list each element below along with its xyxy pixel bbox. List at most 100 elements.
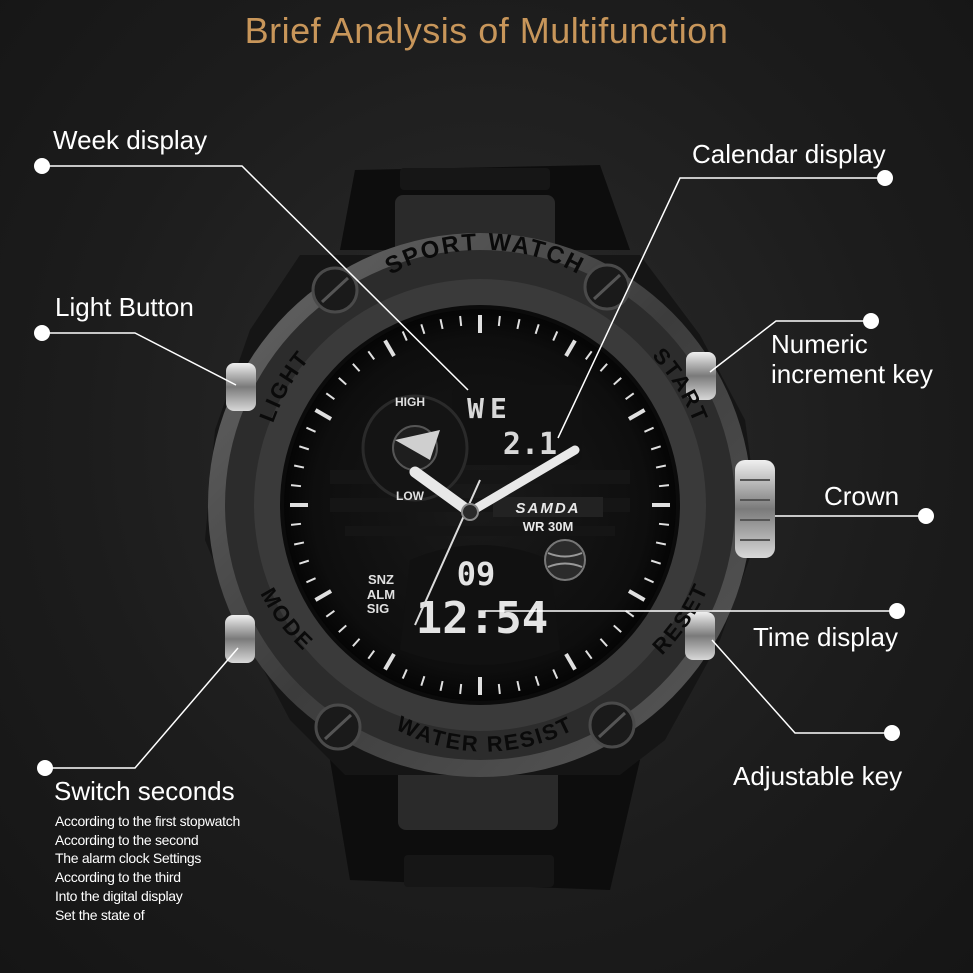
minute-tick	[352, 638, 361, 647]
minute-tick	[352, 363, 361, 372]
minute-tick	[306, 577, 316, 584]
minute-tick	[290, 484, 302, 488]
subdial-high: HIGH	[395, 395, 425, 409]
subdial-low: LOW	[396, 489, 425, 503]
calendar-display-line	[557, 177, 885, 439]
minute-tick	[599, 363, 608, 372]
hour-hand	[409, 466, 476, 518]
dial-sig: SIG	[367, 601, 389, 616]
minute-tick	[383, 339, 396, 358]
minute-tick	[367, 650, 376, 660]
minute-tick	[338, 377, 347, 386]
adjustable-key-line	[711, 639, 892, 734]
callout-lines	[42, 165, 926, 769]
minute-tick	[644, 577, 654, 584]
top-lcd	[452, 385, 582, 465]
digital-date: 2.1	[503, 427, 557, 462]
minute-tick	[552, 669, 559, 679]
hand-pin	[461, 503, 479, 521]
week-display-line	[42, 165, 469, 391]
crown-dot	[918, 508, 934, 524]
minute-tick	[293, 464, 305, 469]
minute-tick	[644, 426, 654, 433]
minute-tick	[625, 609, 635, 618]
minute-tick	[599, 638, 608, 647]
label-numeric-line1: Numeric	[771, 329, 868, 359]
minute-tick	[534, 675, 540, 687]
minute-tick	[497, 683, 501, 695]
minute-tick	[420, 675, 426, 687]
minute-tick	[627, 589, 646, 602]
minute-tick	[290, 522, 302, 526]
minute-tick	[584, 650, 593, 660]
minute-tick	[298, 559, 310, 565]
minute-tick	[314, 589, 333, 602]
note-line: Into the digital display	[55, 887, 183, 904]
minute-ticks	[290, 315, 670, 695]
brand-name: SAMDA	[516, 500, 581, 517]
digital-seconds: 09	[457, 555, 496, 593]
light-button-line	[42, 332, 237, 386]
minute-tick	[584, 350, 593, 360]
minute-tick	[293, 541, 305, 546]
page-title: Brief Analysis of Multifunction	[244, 10, 729, 51]
mode-pusher	[225, 615, 255, 663]
minute-tick	[325, 392, 335, 401]
switch-seconds-line	[45, 647, 239, 769]
minute-hand	[465, 445, 580, 517]
note-line: According to the third	[55, 869, 181, 886]
note-line: Set the state of	[55, 906, 145, 923]
minute-tick	[627, 408, 646, 421]
minute-tick	[564, 339, 577, 358]
calendar-display-dot	[877, 170, 893, 186]
label-time-display: Time display	[753, 622, 898, 652]
numeric-increment-line	[709, 320, 871, 373]
minute-tick	[367, 350, 376, 360]
dial-snz: SNZ	[368, 572, 394, 587]
label-calendar-display: Calendar display	[692, 139, 886, 169]
dial-alm: ALM	[367, 587, 395, 602]
adjustable-key-dot	[884, 725, 900, 741]
numeric-increment-dot	[863, 313, 879, 329]
crown	[735, 460, 775, 558]
minute-tick	[655, 541, 667, 546]
label-light-button: Light Button	[55, 292, 194, 322]
minute-tick	[383, 652, 396, 671]
minute-tick	[459, 683, 463, 695]
minute-tick	[650, 445, 662, 451]
dial-ornament	[544, 539, 586, 581]
label-crown: Crown	[824, 481, 900, 511]
water-rating: WR 30M	[523, 519, 574, 534]
minute-tick	[650, 559, 662, 565]
minute-tick	[552, 331, 559, 341]
minute-tick	[420, 323, 426, 335]
bottom-lcd	[400, 545, 560, 665]
digital-week: WE	[467, 392, 513, 425]
switch-seconds-dot	[37, 760, 53, 776]
minute-tick	[658, 484, 670, 488]
light-pusher	[226, 363, 256, 411]
minute-tick	[314, 408, 333, 421]
minute-tick	[497, 315, 501, 327]
minute-tick	[613, 377, 622, 386]
note-line: According to the second	[55, 831, 199, 848]
reset-pusher	[685, 612, 715, 660]
callout-dots	[34, 158, 934, 776]
minute-tick	[658, 522, 670, 526]
minute-tick	[516, 680, 521, 692]
brand-plate	[493, 497, 603, 517]
label-week-display: Week display	[53, 125, 208, 155]
minute-tick	[625, 392, 635, 401]
switch-seconds-notes: According to the first stopwatch Accordi…	[55, 812, 240, 924]
minute-tick	[306, 426, 316, 433]
note-line: According to the first stopwatch	[55, 813, 240, 829]
minute-tick	[401, 669, 408, 679]
time-display-dot	[889, 603, 905, 619]
digital-time: 12:54	[416, 593, 548, 644]
minute-tick	[298, 445, 310, 451]
label-adjustable-key: Adjustable key	[733, 761, 903, 791]
minute-tick	[401, 331, 408, 341]
minute-tick	[516, 318, 521, 330]
start-pusher	[686, 352, 716, 400]
